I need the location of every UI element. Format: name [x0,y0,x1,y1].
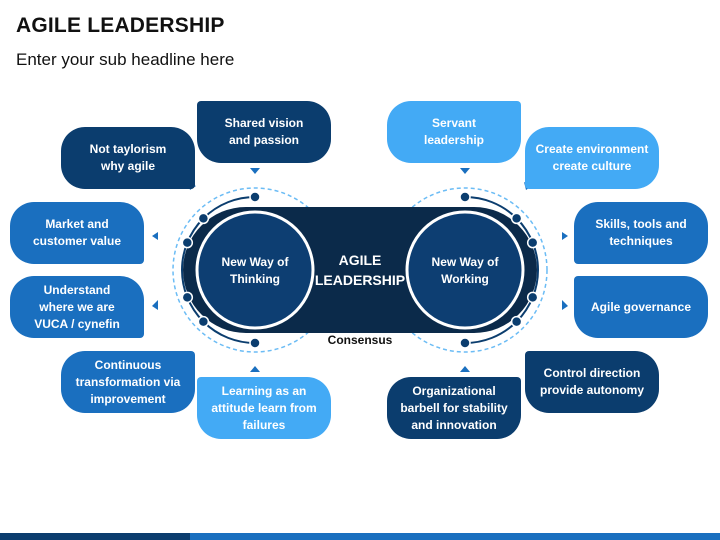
left-item-4-text: Understand where we are VUCA / cynefin [34,282,120,331]
page-title: AGILE LEADERSHIP [16,14,225,37]
right-connector-dot-3 [526,236,539,249]
right-connector-dot-4 [526,291,539,304]
left-connector-dot-3 [181,236,194,249]
left-connector-dot-6 [249,337,261,349]
consensus-caption: Consensus [327,333,393,347]
left-connector-dot-2 [197,212,210,225]
arrow-right-4 [562,300,568,310]
left-item-5-text: Continuous transformation via improvemen… [75,357,181,406]
page-subtitle: Enter your sub headline here [16,50,235,69]
arrow-left-4 [152,300,158,310]
left-item-4: Understand where we are VUCA / cynefin [10,276,144,338]
left-arc [181,196,256,344]
arrow-left-3 [152,232,158,240]
right-item-1-text: Servant leadership [423,116,485,147]
right-connector-dot-2 [510,212,523,225]
footer-bar [0,533,720,540]
left-connector-dot-4 [181,291,194,304]
footer-bar-light [190,533,720,540]
right-item-2: Create environment create culture [525,127,659,189]
right-item-1: Servant leadership [387,101,521,163]
left-item-3-text: Market and customer value [32,217,122,248]
right-item-5: Control direction provide autonomy [525,351,659,413]
right-arc [464,196,539,344]
left-item-2-text: Not taylorism why agile [89,142,167,173]
arrow-left-1 [250,168,260,174]
left-item-1: Shared vision and passion [197,101,331,163]
arrow-right-6 [460,366,470,372]
arrow-left-6 [250,366,260,372]
right-item-2-text: Create environment create culture [535,142,649,173]
center-title: AGILE LEADERSHIP [314,252,406,288]
right-connector-dot-5 [510,315,523,328]
left-item-5: Continuous transformation via improvemen… [61,351,195,413]
right-connector-dot-1 [459,191,471,203]
right-item-3: Skills, tools and techniques [574,202,708,264]
right-item-6: Organizational barbell for stability and… [387,377,521,439]
right-dashed-ring [382,187,548,353]
arrow-right-1 [460,168,470,174]
left-item-3: Market and customer value [10,202,144,264]
left-item-6-text: Learning as an attitude learn from failu… [211,383,317,432]
arrow-right-3 [562,232,568,240]
right-item-5-text: Control direction provide autonomy [539,366,644,397]
right-item-4-text: Agile governance [590,299,692,314]
left-connector-dot-1 [249,191,261,203]
left-item-2: Not taylorism why agile [61,127,195,189]
left-item-6: Learning as an attitude learn from failu… [197,377,331,439]
right-item-4: Agile governance [574,276,708,338]
left-connector-dot-5 [197,315,210,328]
right-circle-label: New Way of Working [431,255,499,286]
footer-bar-dark [0,533,190,540]
right-connector-dot-6 [459,337,471,349]
left-inner-circle [195,210,315,330]
right-item-3-text: Skills, tools and techniques [595,217,687,248]
left-item-1-text: Shared vision and passion [224,116,304,147]
left-circle-label: New Way of Thinking [221,255,289,286]
right-item-6-text: Organizational barbell for stability and… [400,383,508,432]
right-inner-circle [405,210,525,330]
